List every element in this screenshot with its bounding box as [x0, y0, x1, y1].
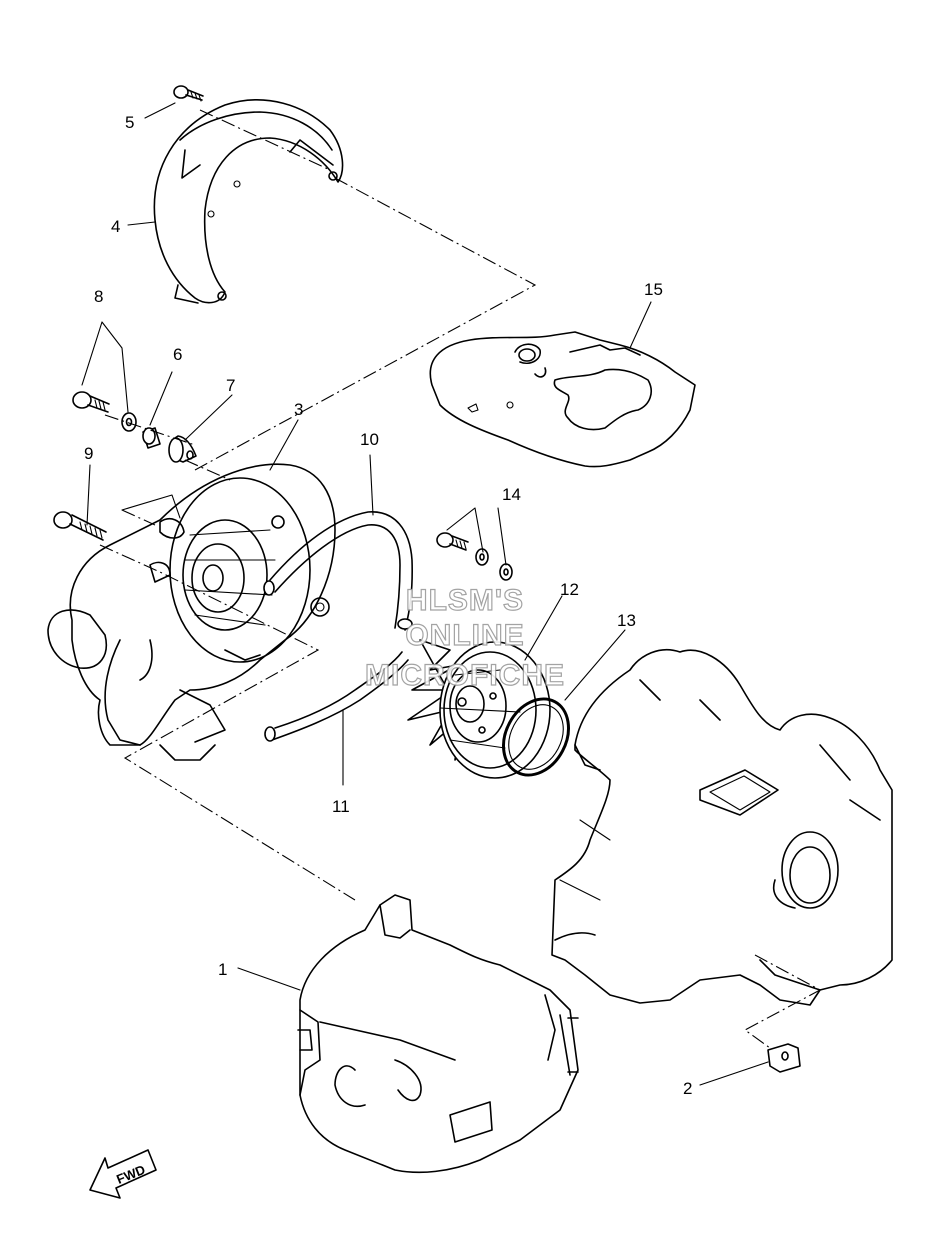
part-8-washer	[121, 412, 137, 432]
callout-13: 13	[617, 611, 636, 630]
part-15-plate	[429, 331, 696, 468]
watermark-line-1: HLSM'S	[406, 584, 524, 617]
part-11-hose	[264, 651, 409, 742]
callout-11: 11	[332, 797, 350, 816]
part-6-collar	[142, 427, 161, 449]
part-8-screw	[72, 391, 110, 413]
part-4-fan-cover	[153, 99, 344, 304]
part-1-lower-shroud	[297, 894, 579, 1174]
callout-7: 7	[226, 376, 235, 395]
callout-14: 14	[502, 485, 521, 504]
fwd-arrow-badge: FWD	[89, 1149, 157, 1199]
callout-5: 5	[125, 113, 134, 132]
watermark-line-2: ONLINE	[405, 619, 524, 652]
part-12-fan	[407, 639, 551, 779]
engine-crankcase	[551, 648, 893, 1006]
part-5-screw	[173, 85, 204, 102]
part-10-hose	[263, 511, 413, 631]
part-13-o-ring	[502, 697, 570, 777]
assembly-lines	[99, 109, 822, 1049]
callout-15: 15	[644, 280, 663, 299]
callout-9: 9	[84, 444, 93, 463]
callout-12: 12	[560, 580, 579, 599]
callout-1: 1	[218, 960, 227, 979]
watermark-line-3: MICROFICHE	[365, 659, 565, 692]
part-2-clip	[767, 1043, 801, 1073]
leader-lines	[81, 102, 769, 1086]
callout-4: 4	[111, 217, 120, 236]
callout-labels: 1 2 3 4 5 6 7 8 9 10 11 12 13 14 15	[84, 113, 692, 1098]
part-14-screw	[436, 532, 469, 551]
part-7-grommet	[168, 435, 197, 463]
part-14-washer-b	[499, 563, 513, 581]
callout-6: 6	[173, 345, 182, 364]
part-3-air-shroud	[47, 463, 336, 761]
callout-10: 10	[360, 430, 379, 449]
callout-8: 8	[94, 287, 103, 306]
callout-2: 2	[683, 1079, 692, 1098]
part-9-screw	[53, 511, 107, 541]
part-14-washer-a	[475, 548, 489, 566]
callout-3: 3	[294, 400, 303, 419]
watermark: HLSM'S ONLINE MICROFICHE	[364, 583, 565, 692]
